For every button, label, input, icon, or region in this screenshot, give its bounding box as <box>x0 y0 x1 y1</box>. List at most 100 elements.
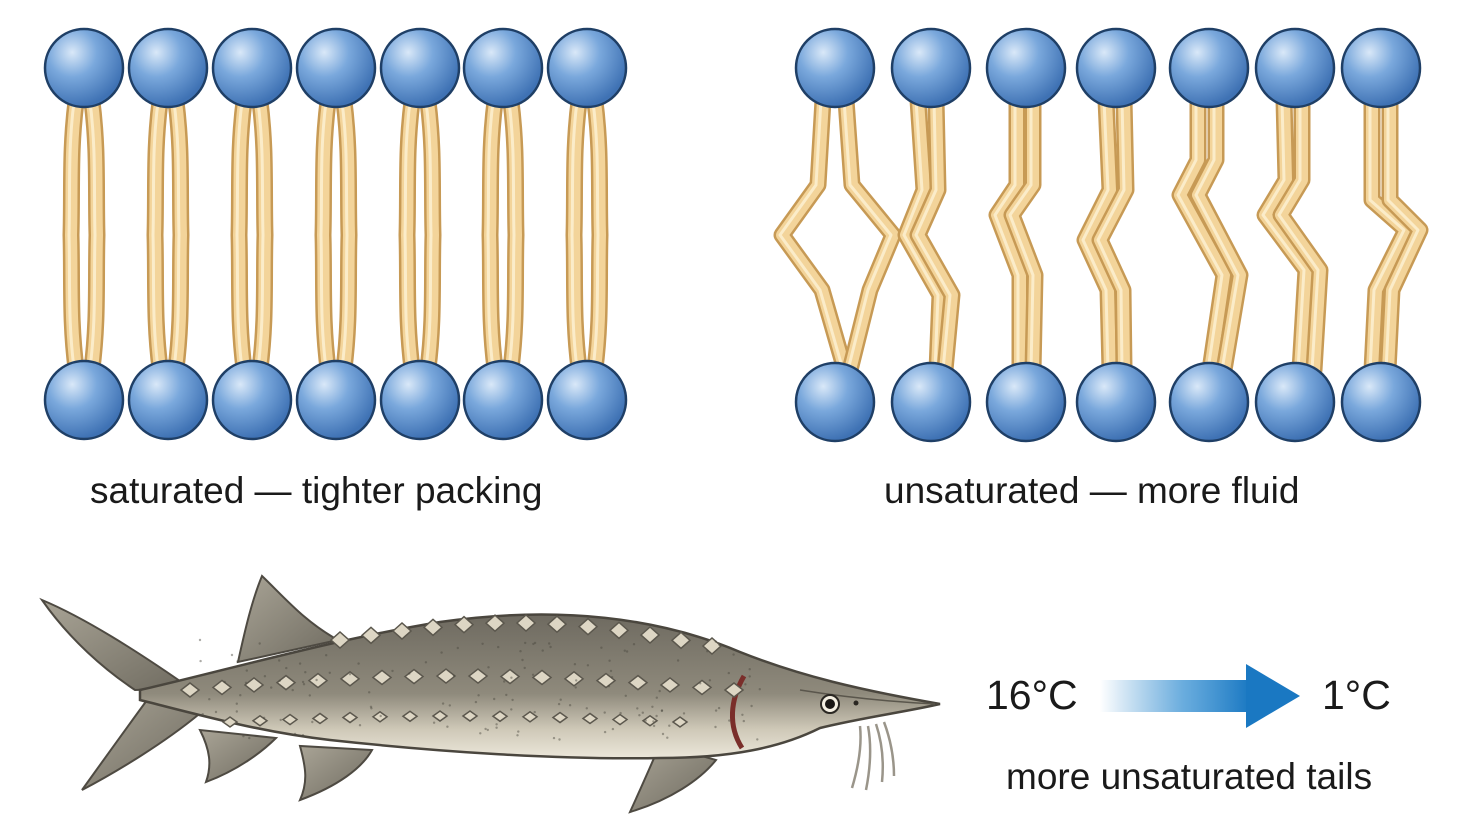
lipid-tail <box>1174 94 1230 376</box>
phospholipid-head <box>43 27 125 109</box>
lipid-tail <box>568 94 586 376</box>
lipid-tail <box>401 94 419 376</box>
phospholipid-head <box>295 359 377 441</box>
scute <box>546 615 568 634</box>
phospholipid-head <box>1075 27 1157 109</box>
lipid-tail <box>1366 94 1412 376</box>
lipid-tail <box>1259 94 1312 376</box>
scute <box>563 670 585 687</box>
scute <box>499 668 521 685</box>
scute <box>243 676 265 693</box>
unsaturated-heads <box>794 27 1422 443</box>
lipid-tail <box>840 94 899 376</box>
scute <box>701 636 723 656</box>
scute <box>360 626 382 645</box>
scute <box>435 668 457 685</box>
lipid-tail <box>991 94 1026 376</box>
scute <box>221 716 239 728</box>
lipid-tail <box>900 94 946 376</box>
scute <box>641 714 659 727</box>
phospholipid-head <box>127 359 209 441</box>
unsaturated-tails-note: more unsaturated tails <box>1006 756 1373 797</box>
lipid-tail <box>912 94 958 376</box>
lipid-tail <box>337 94 355 376</box>
scute <box>371 710 389 723</box>
phospholipid-head <box>1340 361 1422 443</box>
lipid-tail <box>1094 94 1132 376</box>
scute <box>691 679 713 696</box>
phospholipid-head <box>1075 361 1157 443</box>
phospholipid-head <box>211 359 293 441</box>
saturated-heads <box>43 27 628 441</box>
unsaturated-tails <box>773 91 1429 379</box>
lipid-tail <box>1079 94 1116 376</box>
lipid-tail <box>85 94 103 376</box>
saturated-label: saturated — tighter packing <box>90 470 543 511</box>
scute <box>275 674 297 691</box>
scute <box>311 712 329 725</box>
scute <box>179 682 201 698</box>
scute <box>307 672 329 689</box>
phospholipid-head <box>379 27 461 109</box>
lipid-tail <box>776 94 851 376</box>
lipid-tail <box>1192 94 1246 376</box>
phospholipid-head <box>546 359 628 441</box>
scute <box>341 711 359 724</box>
scute <box>371 669 393 686</box>
lipid-tail <box>169 94 187 376</box>
lipid-tail <box>421 94 439 376</box>
saturated-tails <box>62 91 609 379</box>
phospholipid-head <box>462 359 544 441</box>
scute <box>627 674 649 691</box>
sturgeon-icon <box>39 574 941 814</box>
scute <box>577 617 599 636</box>
scute <box>401 710 419 723</box>
lipid-tail <box>317 94 335 376</box>
scute <box>611 713 629 726</box>
phospholipid-head <box>462 27 544 109</box>
scute <box>453 615 475 634</box>
scute <box>659 676 681 693</box>
phospholipid-head <box>127 27 209 109</box>
scute <box>431 710 449 722</box>
phospholipid-head <box>985 361 1067 443</box>
scute <box>671 716 689 728</box>
lipid-tail <box>149 94 167 376</box>
lipid-tail <box>1275 94 1326 376</box>
phospholipid-head <box>890 27 972 109</box>
scute <box>391 621 413 641</box>
phospholipid-head <box>1168 361 1250 443</box>
phospholipid-head <box>1254 361 1336 443</box>
scute <box>521 710 539 723</box>
phospholipid-head <box>1254 27 1336 109</box>
unsaturated-label: unsaturated — more fluid <box>884 470 1300 511</box>
scute <box>670 631 692 650</box>
phospholipid-head <box>794 361 876 443</box>
scute <box>639 625 661 645</box>
scute <box>251 714 269 727</box>
phospholipid-head <box>211 27 293 109</box>
scute <box>595 672 617 689</box>
scute <box>211 679 233 696</box>
phospholipid-head <box>379 359 461 441</box>
scute <box>329 630 351 650</box>
lipid-tail <box>65 94 83 376</box>
scute <box>422 618 444 637</box>
scute <box>723 682 745 698</box>
temperature-arrow-icon <box>1100 664 1300 728</box>
lipid-tail <box>504 94 522 376</box>
lipid-tail <box>484 94 502 376</box>
scute <box>467 668 489 685</box>
start-temperature-label: 16°C <box>986 672 1078 718</box>
scute <box>608 621 630 640</box>
phospholipid-head <box>1168 27 1250 109</box>
scute <box>339 670 361 687</box>
phospholipid-head <box>1340 27 1422 109</box>
scute <box>551 711 569 724</box>
phospholipid-head <box>985 27 1067 109</box>
lipid-tail <box>253 94 271 376</box>
scute <box>484 614 506 633</box>
scute <box>403 668 425 685</box>
phospholipid-head <box>546 27 628 109</box>
scute <box>515 613 537 633</box>
